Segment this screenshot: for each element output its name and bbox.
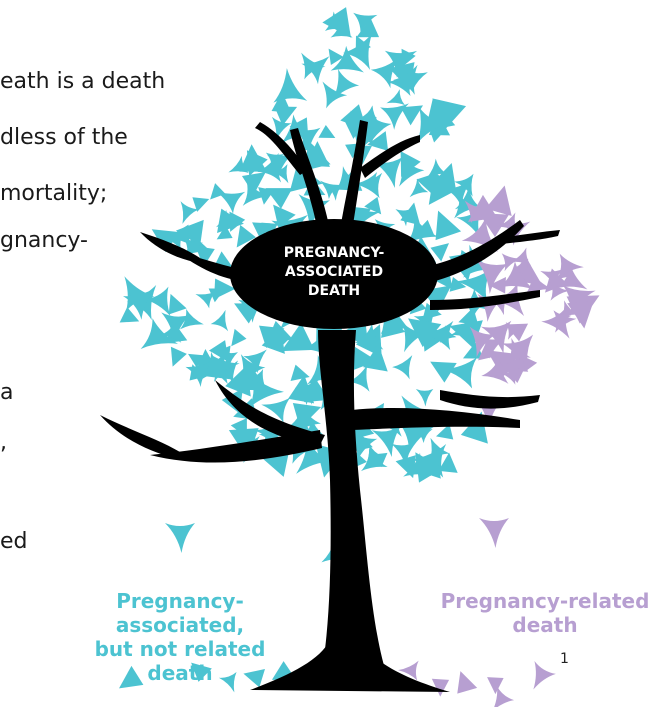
leaf-shape [567,301,596,330]
associated-label: Pregnancy-associated, but not related de… [60,589,300,685]
leaf-shape [450,277,468,295]
center-label-line-1: PREGNANCY- [246,244,422,263]
leaf-shape [425,351,457,383]
leaf-shape [272,67,308,103]
page-number: 1 [560,651,569,667]
associated-label-line-1: Pregnancy-associated, [60,589,300,637]
leaf-shape [479,518,509,548]
associated-label-line-2: but not related death [60,637,300,685]
leaf-shape [416,389,433,406]
center-label: PREGNANCY- ASSOCIATED DEATH [246,244,422,301]
leaf-shape [318,125,338,145]
related-label-line-2: death [420,613,670,637]
leaf-shape [164,347,187,370]
leaf-shape [211,307,235,331]
related-label: Pregnancy-related death [420,589,670,637]
leaf-shape [165,523,195,553]
center-label-line-2: ASSOCIATED [246,263,422,282]
related-label-line-1: Pregnancy-related [420,589,670,613]
leaf-shape [180,309,207,336]
leaf-shape [452,668,478,694]
center-label-line-3: DEATH [246,282,422,301]
leaf-shape [204,183,225,204]
leaf-shape [392,350,422,380]
leaf-shape [483,686,514,707]
leaf-shape [522,661,556,695]
